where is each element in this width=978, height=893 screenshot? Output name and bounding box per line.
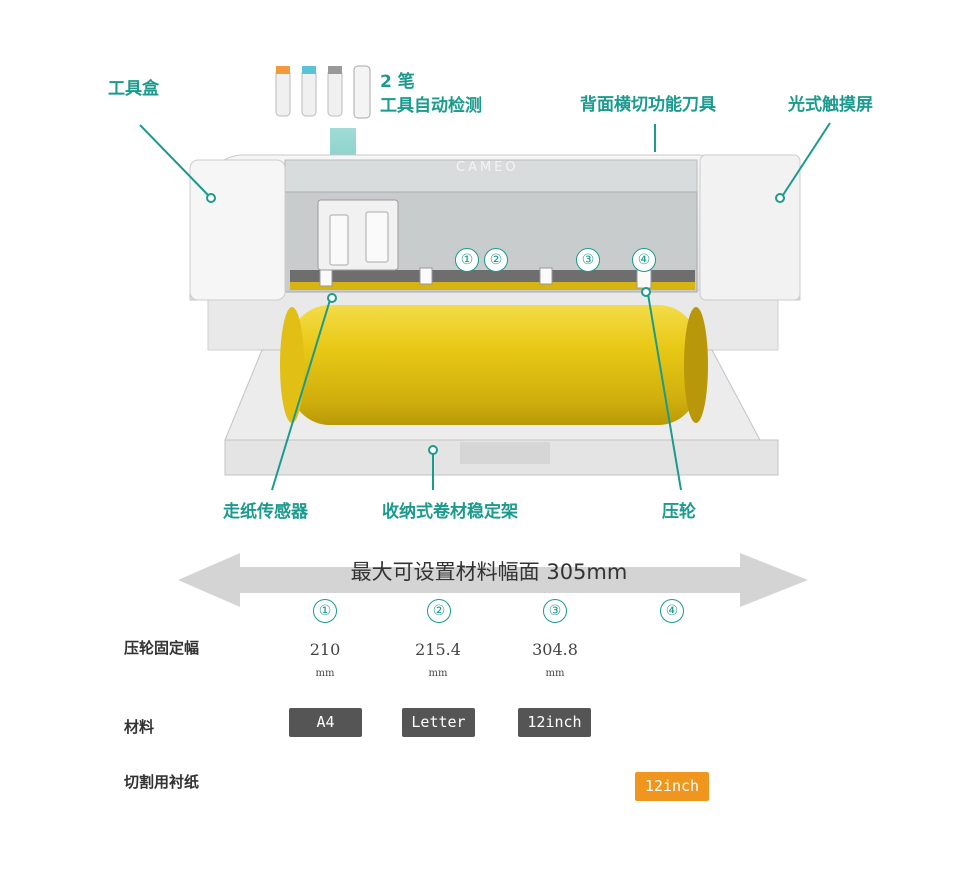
callout-pens-line2: 工具自动检测 — [380, 96, 482, 116]
width-value-3: 304.8 — [532, 640, 578, 659]
column-header-3: ③ — [543, 599, 567, 623]
yellow-roll — [280, 305, 708, 425]
callout-touch-screen: 光式触摸屏 — [788, 95, 873, 115]
column-header-2: ② — [427, 599, 451, 623]
callout-pens: 2 笔 工具自动检测 — [380, 70, 482, 118]
callout-roll-holder: 收纳式卷材稳定架 — [382, 502, 518, 522]
callout-feed-sensor: 走纸传感器 — [223, 502, 308, 522]
material-tag-12inch: 12inch — [518, 708, 591, 737]
column-header-4: ④ — [660, 599, 684, 623]
width-unit-3: mm — [545, 668, 565, 679]
callout-dots — [206, 193, 785, 455]
roller-marker-3: ③ — [576, 248, 600, 272]
row-label-material: 材料 — [124, 718, 155, 736]
roller-marker-4: ④ — [632, 248, 656, 272]
brand-logo: CAMEO — [456, 160, 519, 175]
callout-tool-box: 工具盒 — [108, 79, 159, 99]
width-unit-2: mm — [428, 668, 448, 679]
callout-pinch-roller: 压轮 — [662, 502, 696, 522]
callout-rear-cutter: 背面横切功能刀具 — [580, 95, 716, 115]
callout-pens-line1: 2 笔 — [380, 72, 415, 92]
table-title: 最大可设置材料幅面 305mm — [350, 560, 628, 584]
width-arrow-icon — [178, 553, 808, 607]
material-tag-letter: Letter — [402, 708, 475, 737]
mat-tag-12inch: 12inch — [635, 772, 709, 801]
width-value-2: 215.4 — [415, 640, 461, 659]
width-value-1: 210 — [309, 640, 341, 659]
roller-marker-1: ① — [455, 248, 479, 272]
width-unit-1: mm — [315, 668, 335, 679]
row-label-roller-width: 压轮固定幅 — [124, 639, 200, 657]
column-header-1: ① — [313, 599, 337, 623]
row-label-cutting-mat: 切割用衬纸 — [124, 773, 200, 791]
material-tag-a4: A4 — [289, 708, 362, 737]
pen-tools — [275, 65, 371, 119]
roller-marker-2: ② — [484, 248, 508, 272]
callout-lines — [139, 122, 831, 491]
